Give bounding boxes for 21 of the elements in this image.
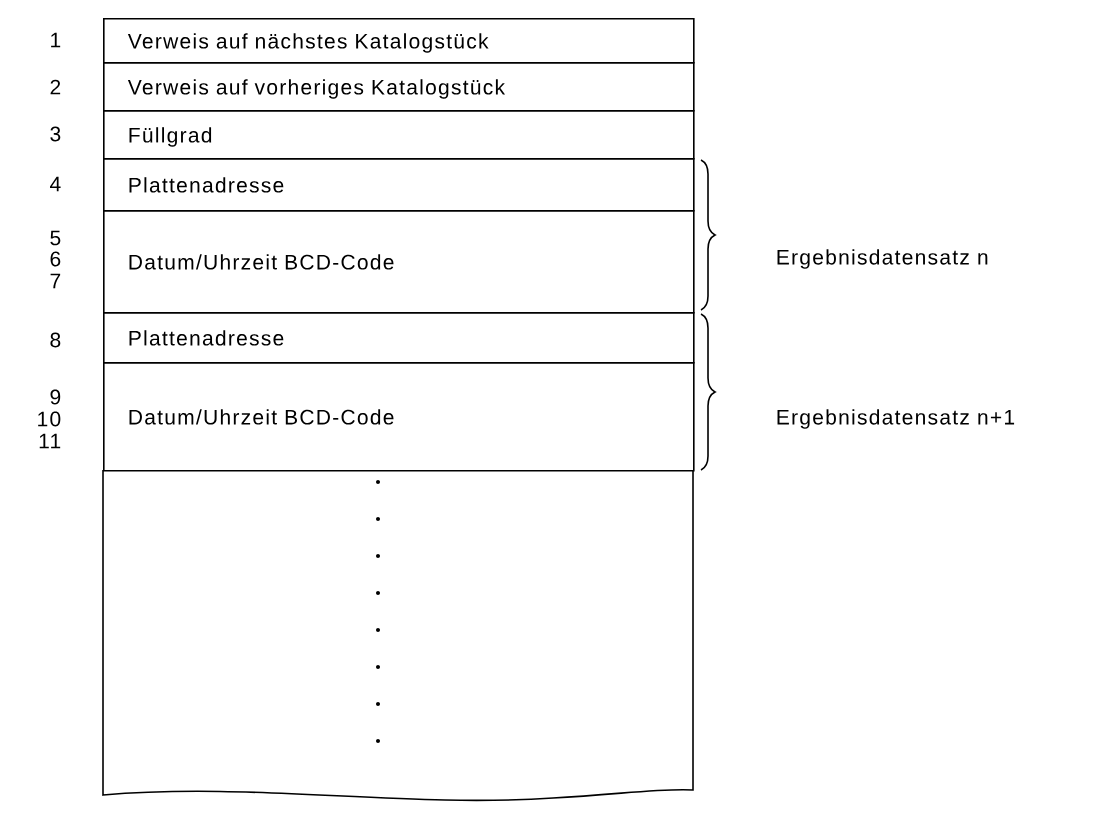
row-number: 3	[50, 126, 61, 142]
row-number: 8	[50, 332, 61, 348]
row-number: 2	[50, 79, 61, 95]
table-row: Verweis auf vorheriges Katalogstück	[103, 62, 695, 112]
row-number: 5	[50, 230, 61, 246]
row-number: 9	[50, 389, 61, 405]
table-row: Plattenadresse	[103, 158, 695, 212]
group-label: Ergebnisdatensatz n+1	[777, 409, 1015, 429]
row-number: 10	[38, 411, 61, 427]
row-number: 4	[50, 176, 61, 192]
table-row: Plattenadresse	[103, 312, 695, 364]
table-row: Füllgrad	[103, 110, 695, 160]
group-label: Ergebnisdatensatz n	[777, 249, 988, 269]
row-number: 7	[50, 273, 61, 289]
row-number: 11	[39, 433, 61, 449]
table-row: Datum/Uhrzeit BCD-Code	[103, 362, 695, 472]
table-row: Verweis auf nächstes Katalogstück	[103, 18, 695, 64]
row-number: 1	[51, 32, 61, 48]
open-ended-table-section	[102, 469, 694, 802]
row-number: 6	[50, 251, 61, 267]
table-row: Datum/Uhrzeit BCD-Code	[103, 210, 695, 314]
